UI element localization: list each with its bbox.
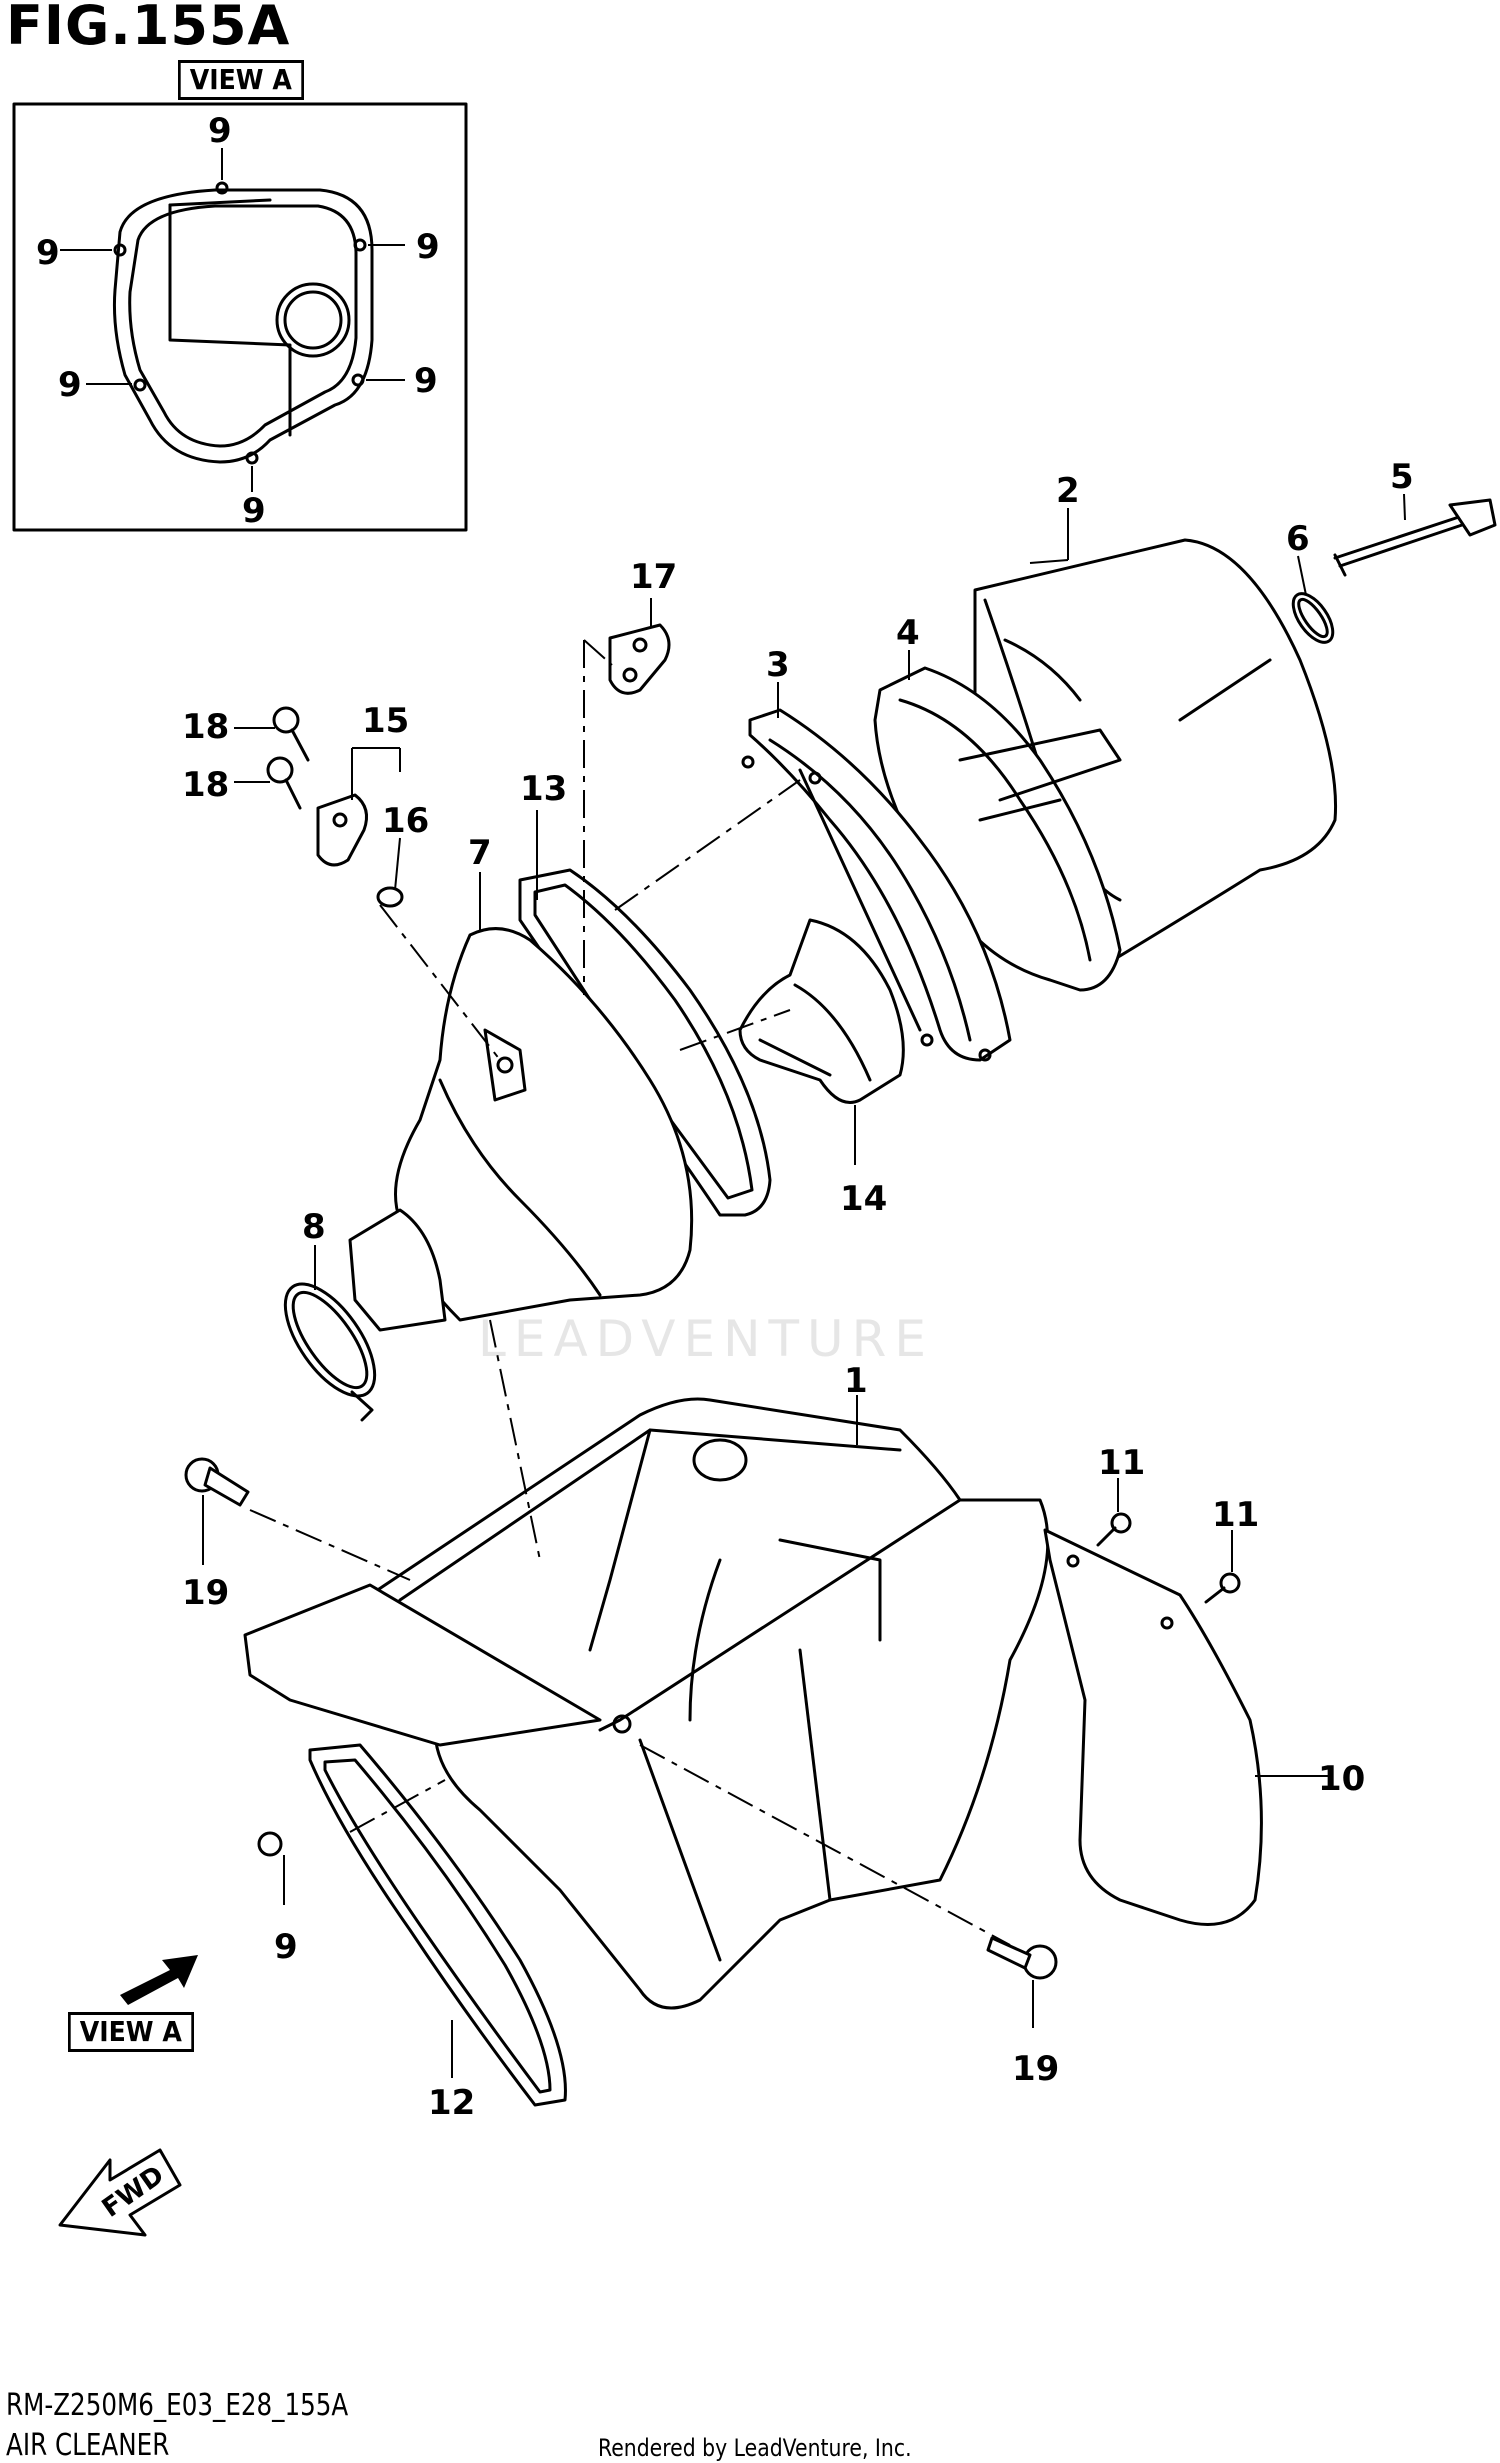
callout-9-top: 9	[208, 111, 232, 151]
callout-9-right-lower: 9	[414, 361, 438, 401]
callout-11-upper: 11	[1098, 1443, 1145, 1483]
callout-5: 5	[1390, 457, 1414, 497]
callout-19-left: 19	[182, 1573, 229, 1613]
view-a-label: VIEW A	[178, 60, 304, 100]
callout-12: 12	[428, 2083, 475, 2123]
callout-15: 15	[362, 701, 409, 741]
diagram-name: AIR CLEANER	[6, 2428, 170, 2463]
view-a-frame	[12, 102, 468, 532]
part-9-nut	[257, 1831, 283, 1857]
callout-17: 17	[630, 557, 677, 597]
part-3-cage	[741, 708, 1012, 1062]
callout-14: 14	[840, 1179, 887, 1219]
callout-8: 8	[302, 1207, 326, 1247]
callout-10: 10	[1318, 1759, 1365, 1799]
callout-6: 6	[1286, 519, 1310, 559]
callout-13: 13	[520, 769, 567, 809]
render-credit: Rendered by LeadVenture, Inc.	[598, 2434, 912, 2462]
callout-3: 3	[766, 645, 790, 685]
part-16-oring	[376, 886, 404, 908]
figure-title: FIG.155A	[6, 0, 291, 57]
callout-7: 7	[468, 833, 492, 873]
part-17-bracket	[608, 623, 671, 695]
watermark-text: LEADVENTURE	[478, 1310, 934, 1368]
part-12-seal	[308, 1743, 567, 2107]
part-10-plate	[1043, 1528, 1263, 1926]
part-19-bolt-top	[184, 1457, 250, 1507]
callout-16: 16	[382, 801, 429, 841]
callout-9-main: 9	[274, 1927, 298, 1967]
fwd-arrow	[58, 2148, 182, 2237]
part-15-sensor	[316, 793, 368, 867]
deflector-flap	[243, 1583, 602, 1747]
callout-18-lower: 18	[182, 765, 229, 805]
diagram-code: RM-Z250M6_E03_E28_155A	[6, 2388, 349, 2423]
view-a-arrow-label: VIEW A	[68, 2012, 194, 2052]
part-8-clamp	[283, 1282, 377, 1422]
part-11-screws	[1096, 1512, 1241, 1604]
callout-11-lower: 11	[1212, 1495, 1259, 1535]
callout-9-left-lower: 9	[58, 365, 82, 405]
view-arrow	[120, 1955, 198, 2005]
part-18-screws	[266, 706, 310, 810]
part-1-airbox	[368, 1397, 1050, 2010]
callout-1: 1	[844, 1361, 868, 1401]
view-a-gasket	[112, 181, 374, 465]
callout-18-upper: 18	[182, 707, 229, 747]
callout-19-right: 19	[1012, 2049, 1059, 2089]
part-7-boot	[348, 927, 694, 1332]
view-a-callouts: 9 9 9 9 9 9	[36, 111, 440, 531]
callout-9-bottom: 9	[242, 491, 266, 531]
callout-9-right-upper: 9	[416, 227, 440, 267]
callout-2: 2	[1056, 471, 1080, 511]
callout-4: 4	[896, 613, 920, 653]
part-19-bolt-bottom	[986, 1936, 1058, 1980]
part-14-inner	[738, 918, 905, 1104]
part-5-bolt	[1333, 498, 1497, 577]
part-6-ring	[1291, 592, 1335, 644]
callout-9-left-upper: 9	[36, 233, 60, 273]
leader-lines	[202, 493, 1406, 2078]
guide-lines	[249, 639, 1011, 1946]
